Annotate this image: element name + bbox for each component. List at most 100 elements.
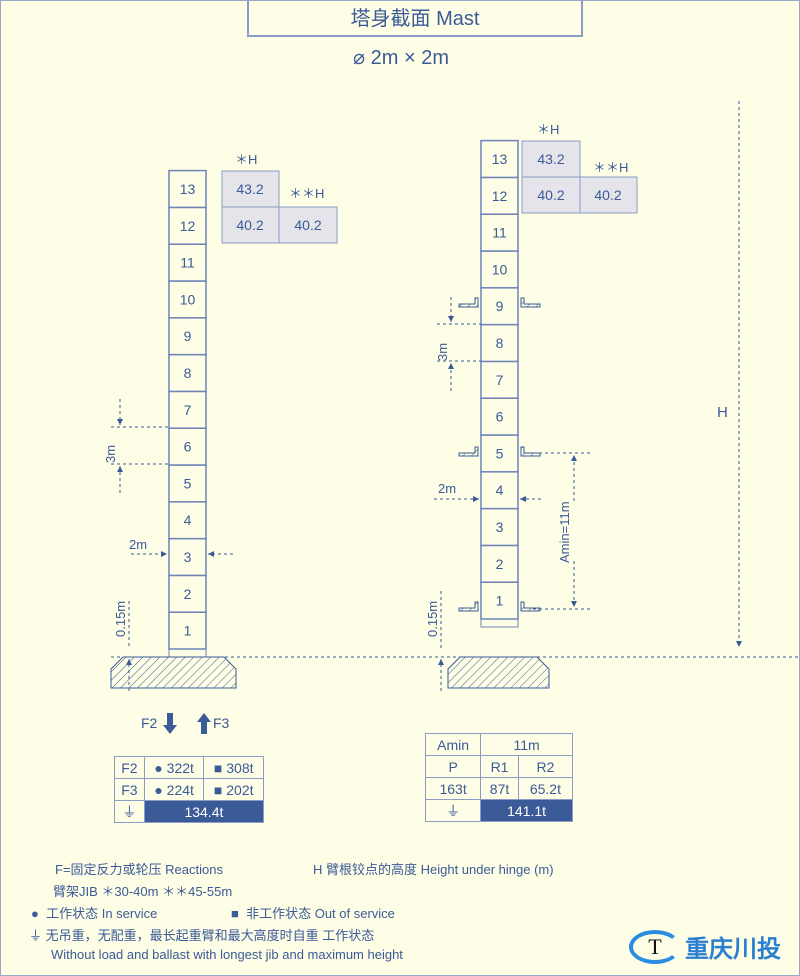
mast-segment: 9	[480, 287, 519, 326]
left-3m-label: 3m	[103, 445, 118, 463]
anchor-bracket	[520, 601, 541, 612]
dimension-lines	[111, 101, 799, 691]
anchor-bracket	[458, 446, 479, 457]
mast-segment: 8	[480, 323, 519, 363]
left-star1: ＊H	[235, 152, 257, 167]
subtitle: ⌀ 2m × 2m	[353, 47, 449, 69]
right-star2: ＊＊H	[593, 160, 628, 175]
segment-number: 4	[184, 512, 192, 528]
mast-segment: 13	[480, 139, 519, 179]
left-star2: ＊＊H	[289, 186, 324, 201]
segment-number: 9	[184, 328, 192, 344]
mast-segment: 12	[480, 176, 519, 215]
dimension-labels: 3m 2m 0.15m 3m 2m 0.15m Amin=11m H ＊H ＊＊…	[103, 122, 728, 734]
mast-segment: 7	[480, 360, 519, 399]
segment-number: 10	[492, 261, 508, 277]
right-h1-12: 40.2	[537, 187, 564, 203]
cell: F3	[114, 778, 145, 801]
mast-segment: 12	[168, 206, 207, 245]
segment-number: 8	[496, 335, 504, 351]
amin-value: 11m	[480, 733, 573, 756]
right-star1: ＊H	[537, 122, 559, 137]
segment-number: 1	[496, 593, 504, 609]
right-015-label: 0.15m	[425, 601, 440, 637]
left-2m-label: 2m	[129, 537, 147, 552]
amin-header: Amin	[424, 733, 482, 756]
left-h2-12: 40.2	[294, 217, 321, 233]
self-weight-cn: 无吊重，无配重，最长起重臂和最大高度时自重 工作状态	[45, 928, 375, 943]
header-cell: P	[424, 755, 482, 778]
self-weight-icon: ⏚	[424, 799, 482, 822]
right-h1-13: 43.2	[537, 151, 564, 167]
segment-number: 13	[492, 151, 508, 167]
amin-label: Amin=11m	[557, 501, 572, 563]
legend-out-service: ■ 非工作状态 Out of service	[231, 903, 395, 922]
self-weight-icon: ⏚	[29, 928, 43, 943]
h-label: H	[717, 404, 728, 421]
logo-text: 重庆川投	[685, 936, 781, 963]
mast-segment: 5	[168, 464, 207, 503]
cell: 65.2t	[517, 777, 574, 800]
company-logo: T 重庆川投	[629, 929, 781, 964]
mast-segment: 7	[168, 390, 207, 429]
title: 塔身截面 Mast	[247, 1, 583, 37]
mast-segment: 1	[480, 581, 519, 620]
mast-segment: 10	[168, 280, 207, 319]
arrow-down-icon	[163, 713, 177, 734]
cell: ■ 202t	[203, 778, 264, 801]
mast-segment: 5	[480, 434, 519, 473]
legend-in-service: ● 工作状态 In service	[31, 903, 157, 922]
right-3m-label: 3m	[435, 343, 450, 361]
header-cell: R1	[480, 755, 519, 778]
square-icon: ■	[231, 906, 239, 921]
segment-number: 13	[180, 181, 196, 197]
segment-number: 3	[496, 519, 504, 535]
mast-segment: 4	[480, 471, 519, 510]
anchor-bracket	[520, 297, 541, 308]
segment-number: 5	[496, 445, 504, 461]
segment-number: 3	[184, 549, 192, 565]
segment-number: 12	[180, 218, 196, 234]
circle-icon: ●	[31, 906, 39, 921]
anchor-bracket	[458, 297, 479, 308]
segment-number: 12	[492, 188, 508, 204]
right-h2-12: 40.2	[594, 187, 621, 203]
mast-segment: 10	[480, 250, 519, 289]
segment-number: 4	[496, 482, 504, 498]
foundation	[447, 618, 550, 689]
cell: ■ 308t	[203, 756, 264, 779]
cell: F2	[114, 756, 145, 779]
cell: 163t	[424, 777, 482, 800]
self-weight-value: 134.4t	[143, 800, 265, 823]
foundation	[110, 648, 237, 689]
header-cell: R2	[517, 755, 574, 778]
logo-mark: T	[629, 929, 681, 964]
mast-segment: 2	[480, 544, 519, 583]
mast-segment: 3	[168, 537, 207, 577]
self-weight-value: 141.1t	[480, 799, 573, 822]
mast-segment: 6	[480, 397, 519, 436]
arrow-up-icon	[197, 713, 211, 734]
segment-number: 7	[184, 402, 192, 418]
left-h1-12: 40.2	[236, 217, 263, 233]
segment-number: 2	[496, 556, 504, 572]
legend-self-weight-en: Without load and ballast with longest ji…	[51, 947, 403, 962]
cell: ● 322t	[143, 756, 205, 779]
in-service-text: 工作状态 In service	[46, 906, 158, 921]
mast-segment: 9	[168, 317, 207, 356]
f3-label: F3	[213, 715, 230, 731]
segment-number: 7	[496, 372, 504, 388]
anchor-bracket	[458, 601, 479, 612]
mast-segment: 2	[168, 574, 207, 613]
segment-number: 6	[496, 409, 504, 425]
legend-self-weight: ⏚ 无吊重，无配重，最长起重臂和最大高度时自重 工作状态	[29, 925, 374, 944]
left-h1-13: 43.2	[236, 181, 263, 197]
mast-segment: 6	[168, 427, 207, 466]
mast-segment: 13	[168, 169, 207, 209]
segment-number: 6	[184, 439, 192, 455]
